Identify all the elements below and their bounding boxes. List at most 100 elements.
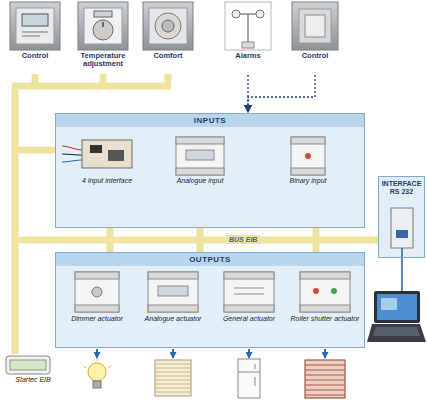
terminal-strip [176, 137, 224, 144]
node-label: Analogue actuator [136, 315, 210, 323]
laptop-keyboard [373, 327, 420, 336]
device-tile: Comfort [138, 0, 198, 72]
roller-shutter [305, 360, 345, 398]
actuator-module: Roller shutter actuator [288, 268, 362, 346]
din-module [291, 137, 325, 175]
din-module [176, 137, 224, 175]
terminal-strip [224, 272, 274, 279]
blind-slats [155, 364, 191, 392]
terminal-strip [291, 168, 325, 175]
node-label: Roller shutter actuator [288, 315, 362, 323]
module-window [158, 286, 188, 296]
output-arrows [97, 349, 325, 358]
signal-connector [247, 75, 248, 112]
inputs-panel: INPUTS4 Input interfaceAnalogue inputBin… [55, 113, 365, 228]
interface-module [391, 208, 413, 248]
vane-base [242, 42, 254, 48]
node-label: Startec EIB [2, 376, 64, 384]
device-screen [22, 14, 48, 26]
node-label: Alarms [220, 52, 276, 60]
terminal-strip [300, 272, 350, 279]
node-label: Control [287, 52, 343, 60]
module-led [331, 288, 337, 294]
laptop-base [367, 324, 426, 342]
panel-header-bar [55, 113, 365, 127]
panel-ground [55, 113, 365, 228]
circuit-board [82, 140, 132, 168]
startec-device: Startec EIB [2, 352, 64, 398]
device-tile [10, 2, 60, 50]
device-plate [16, 8, 54, 44]
node-label: 4 Input interface [62, 177, 152, 185]
node-label: Comfort [138, 52, 198, 60]
serial-port [396, 230, 408, 238]
device-tile: Control [6, 0, 64, 72]
node-label: Binary input [268, 177, 348, 185]
terminal-strip [300, 305, 350, 312]
terminal-strip [75, 305, 119, 312]
bulb-base [93, 381, 101, 388]
chip [108, 150, 124, 161]
device-keys [22, 32, 48, 36]
startec-lens [10, 360, 46, 370]
module-led [313, 288, 319, 294]
switch-rocker [305, 15, 325, 37]
device-tile [225, 2, 271, 50]
laptop-screen [377, 294, 417, 320]
interface-box: INTERFACE RS 232 [378, 176, 425, 258]
bulb-rays [83, 359, 111, 368]
outputs-panel: OUTPUTS Dimmer actuatorAnalogue actuatorG… [55, 252, 365, 348]
wire [62, 146, 82, 150]
comfort-knob [155, 13, 181, 39]
light-bulb [88, 363, 106, 381]
panel-heading: OUTPUTS [56, 253, 364, 266]
signal-connector [248, 75, 315, 112]
vane-cup [256, 10, 264, 18]
thermostat-dial [93, 20, 113, 40]
serial-cable [401, 248, 403, 291]
laptop-lid [374, 291, 420, 323]
device-tile [78, 2, 128, 50]
terminal-strip [148, 305, 198, 312]
device-screen [94, 11, 112, 17]
blinds [155, 360, 191, 396]
screen-window [381, 298, 397, 310]
node-label: Control [6, 52, 64, 60]
output-arrow [172, 349, 174, 358]
node-label: General actuator [212, 315, 286, 323]
terminal-strip [176, 168, 224, 175]
device-plate [299, 9, 331, 43]
input-module: 4 Input interface [62, 130, 152, 224]
fridge [238, 359, 260, 398]
module-led [305, 153, 311, 159]
output-arrow [96, 349, 98, 358]
terminal-strip [291, 137, 325, 144]
module-window [186, 150, 214, 160]
node-label: Dimmer actuator [60, 315, 134, 323]
bus-label: BUS EIB [226, 235, 260, 244]
wire [62, 160, 82, 162]
device-tile [143, 2, 193, 50]
wind-vane [236, 14, 260, 44]
device-tile: Control [287, 0, 343, 72]
din-module [148, 272, 198, 312]
fridge-doors [238, 364, 260, 386]
knob-centre [162, 20, 174, 32]
device-plate [149, 8, 187, 44]
panel-ground [55, 252, 365, 348]
panel-header-bar [55, 252, 365, 266]
input-module: Binary input [268, 130, 348, 224]
wire [62, 154, 82, 155]
device-tile [292, 2, 338, 50]
actuator-module: General actuator [212, 268, 286, 346]
startec-device [6, 356, 50, 374]
output-arrow [324, 349, 326, 358]
device-plate [84, 8, 122, 44]
node-label: INTERFACE RS 232 [379, 177, 424, 196]
device-tile: Alarms [220, 0, 276, 72]
module-switches [234, 288, 264, 294]
dial-mark [102, 22, 104, 27]
